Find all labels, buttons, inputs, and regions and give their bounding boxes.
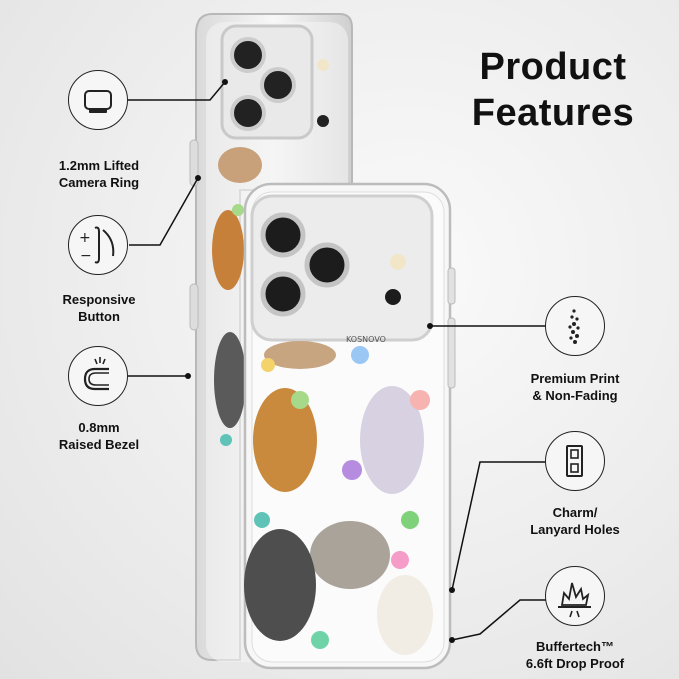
brand-mark: KOSNOVO (346, 335, 386, 344)
lanyard-holes-icon (545, 431, 605, 491)
feature-bezel-label: 0.8mm Raised Bezel (58, 420, 140, 452)
title-line-1: Product (479, 46, 627, 88)
raised-bezel-icon (68, 346, 128, 406)
feature-holes-label: Charm/ Lanyard Holes (530, 505, 620, 537)
feature-drop-label: Buffertech™ 6.6ft Drop Proof (525, 639, 625, 671)
print-dots-icon (545, 296, 605, 356)
page-title: Product Features (448, 44, 658, 136)
svg-text:+: + (79, 230, 91, 246)
camera-ring-icon (68, 70, 128, 130)
drop-impact-icon (545, 566, 605, 626)
leader-dots (185, 79, 455, 643)
title-line-2: Features (471, 92, 635, 134)
feature-camera-ring-label: 1.2mm Lifted Camera Ring (58, 158, 140, 190)
svg-text:−: − (80, 248, 92, 264)
feature-print-label: Premium Print & Non-Fading (530, 371, 620, 403)
feature-button-label: Responsive Button (62, 292, 136, 324)
leader-lines (128, 81, 546, 641)
responsive-button-icon: +− (68, 215, 128, 275)
front-phone: KOSNOVO (243, 182, 456, 670)
